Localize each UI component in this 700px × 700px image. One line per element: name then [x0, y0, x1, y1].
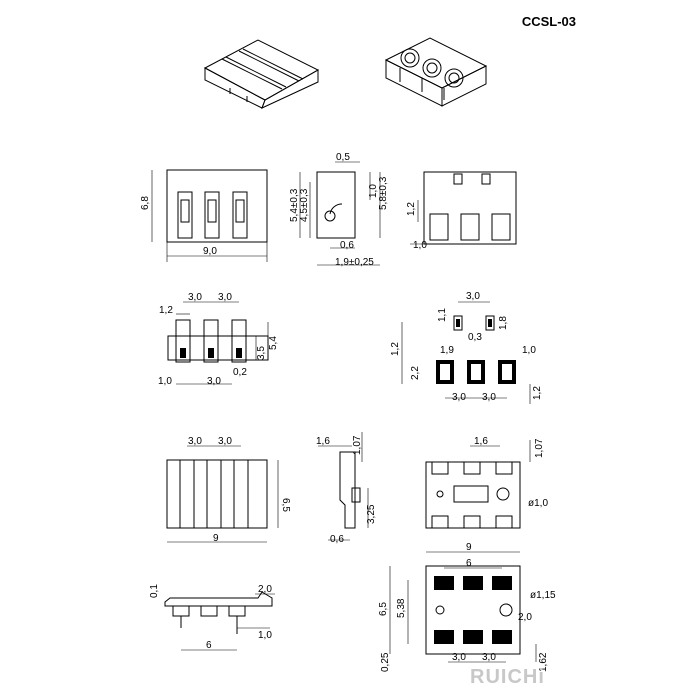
dim-1-62: 1,62 [538, 652, 549, 672]
dim-5-8: 5,8±0,3 [378, 176, 389, 210]
dim-3-25: 3,25 [366, 504, 377, 524]
contact-front [167, 301, 269, 385]
dim-1-8: 1,8 [498, 316, 509, 330]
dim-3-0-f: 3,0 [482, 392, 496, 403]
dim-9-0: 9,0 [203, 246, 217, 257]
side-view-2 [318, 432, 369, 541]
dim-6-b: 6 [466, 558, 472, 569]
dim-1-6-b: 1,6 [474, 436, 488, 447]
dim-1-9: 1,9±0,25 [335, 257, 374, 268]
dim-3-0-j: 3,0 [482, 652, 496, 663]
dim-0-1: 0,1 [149, 584, 160, 598]
dim-3-0-e: 3,0 [452, 392, 466, 403]
dim-1-0: 1,0 [368, 184, 379, 198]
iso-view-bottom [384, 37, 488, 107]
dim-1-07-a: 1,07 [352, 435, 363, 455]
side-mount [164, 591, 275, 651]
dim-1-2-b: 1,2 [159, 305, 173, 316]
dim-1-2-c: 1,2 [390, 342, 401, 356]
dim-1-2: 1,2 [406, 202, 417, 216]
dim-1-9-b: 1,9 [440, 345, 454, 356]
dim-3-0-a: 3,0 [188, 292, 202, 303]
dim-6-5-b: 6,5 [378, 602, 389, 616]
dim-1-0-c: 1,0 [158, 376, 172, 387]
dim-3-0-h: 3,0 [218, 436, 232, 447]
dim-0-3: 0,3 [468, 332, 482, 343]
dim-6-5: 6,5 [280, 498, 291, 512]
dim-1-0-e: 1,0 [258, 630, 272, 641]
dim-0-6: 0,6 [340, 240, 354, 251]
dim-0-25: 0,25 [380, 652, 391, 672]
dim-4-5: 4,5±0,3 [299, 188, 310, 222]
right-view-1 [410, 171, 517, 245]
top-view [166, 445, 279, 543]
dim-2-2: 2,2 [410, 366, 421, 380]
dim-1-2-d: 1,2 [532, 386, 543, 400]
dim-0-5: 0,5 [336, 152, 350, 163]
dim-5-4: 5,4±0,3 [289, 188, 300, 222]
dim-3-0-i: 3,0 [452, 652, 466, 663]
dim-3-0-g: 3,0 [188, 436, 202, 447]
dim-1-07-b: 1,07 [534, 438, 545, 458]
dim-3-0-d: 3,0 [466, 291, 480, 302]
dim-9: 9 [213, 533, 219, 544]
pcb-footprint-1 [401, 301, 531, 404]
dim-9-b: 9 [466, 542, 472, 553]
dim-phi-1-0: ø1,0 [528, 498, 548, 509]
side-view-1 [299, 161, 381, 266]
dim-1-6-a: 1,6 [316, 436, 330, 447]
dim-2-0-a: 2,0 [258, 584, 272, 595]
dim-3-5: 3,5 [256, 346, 267, 360]
dim-phi-1-15: ø1,15 [530, 590, 556, 601]
dim-6-8: 6,8 [140, 196, 151, 210]
dim-1-0-d: 1,0 [522, 345, 536, 356]
dim-1-1: 1,1 [437, 308, 448, 322]
bottom-view [425, 440, 531, 529]
dim-5-38: 5,38 [396, 598, 407, 618]
part-number: CCSL-03 [521, 14, 576, 29]
dim-1-0-b: 1,0 [413, 240, 427, 251]
front-view-1 [151, 169, 268, 262]
pcb-footprint-2 [389, 551, 537, 663]
dim-5-4-b: 5,4 [268, 336, 279, 350]
brand-logo: RUICHi [470, 666, 545, 688]
dim-3-0-c: 3,0 [207, 376, 221, 387]
dim-0-6-b: 0,6 [330, 534, 344, 545]
iso-view-top [203, 39, 320, 109]
dim-0-2: 0,2 [233, 367, 247, 378]
dim-3-0-b: 3,0 [218, 292, 232, 303]
dim-6-a: 6 [206, 640, 212, 651]
dim-2-0-b: 2,0 [518, 612, 532, 623]
